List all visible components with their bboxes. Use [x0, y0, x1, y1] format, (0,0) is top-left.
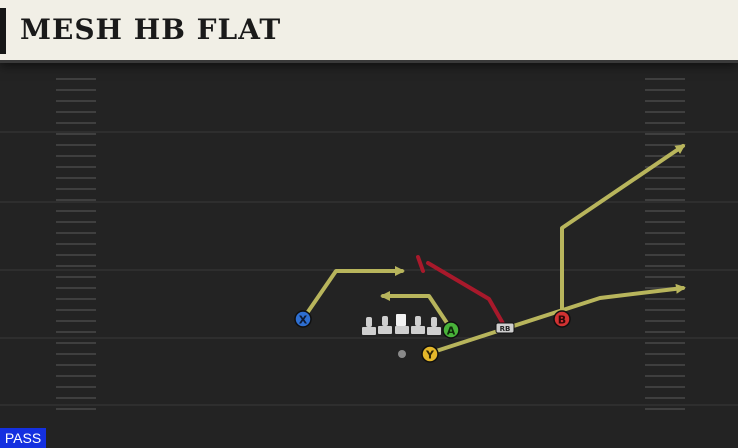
route-x-drag [301, 266, 405, 321]
play-title-bar: MESH HB FLAT [0, 0, 738, 60]
y-button-label: Y [425, 349, 435, 362]
route-b-post [560, 144, 686, 320]
receiver-a[interactable]: A [442, 321, 460, 339]
rb-tag-icon [495, 322, 515, 334]
title-accent-bar [0, 8, 6, 54]
lineman-icon [378, 316, 392, 334]
routes [301, 144, 686, 355]
lineman-icon [411, 316, 425, 334]
y-button-icon [421, 345, 439, 363]
route-y-flat [428, 283, 686, 355]
center-icon [395, 314, 409, 334]
x-button-label: X [299, 314, 308, 327]
x-button-icon [294, 310, 312, 328]
quarterback-marker [398, 350, 406, 358]
play-type-badge: PASS [0, 428, 46, 448]
route-rb-block [426, 261, 507, 329]
b-button-icon [553, 310, 571, 328]
route-a-drag [380, 291, 453, 331]
receiver-b[interactable]: B [553, 310, 571, 328]
lineman-icon [362, 317, 376, 335]
play-title: MESH HB FLAT [20, 13, 282, 46]
lineman-icon [427, 317, 441, 335]
rb-tag-label: RB [500, 325, 511, 333]
offensive-line [362, 314, 441, 335]
receiver-x[interactable]: X [294, 310, 312, 328]
receiver-y[interactable]: Y [421, 345, 439, 363]
block-end-marker [416, 255, 425, 273]
b-button-label: B [558, 314, 566, 327]
hash-marks [56, 78, 685, 410]
a-button-label: A [447, 325, 456, 338]
running-back[interactable]: RB [495, 322, 515, 334]
yard-lines [0, 131, 738, 406]
a-button-icon [442, 321, 460, 339]
